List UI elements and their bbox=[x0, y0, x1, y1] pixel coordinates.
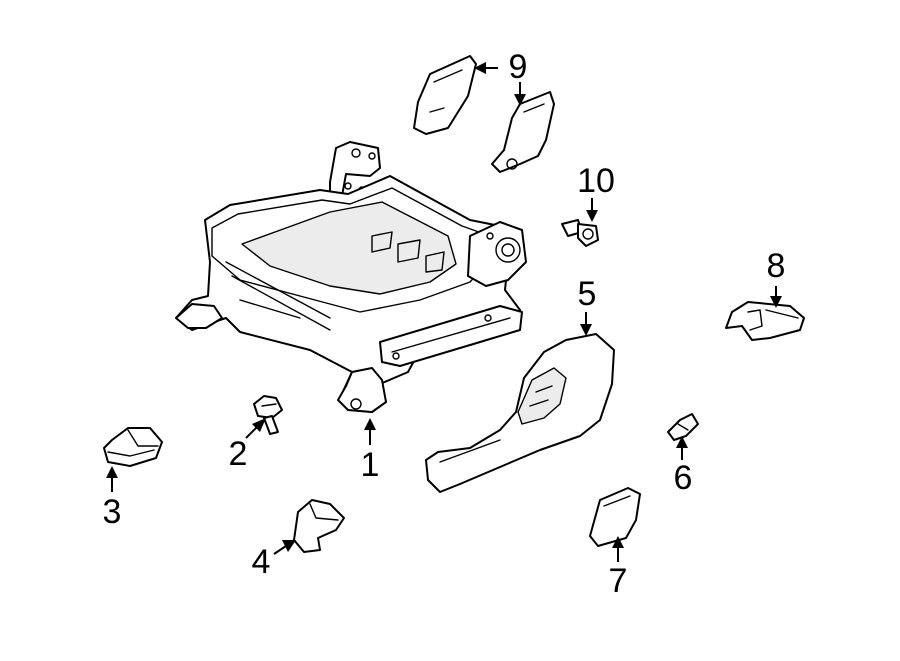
callout-2: 2 bbox=[229, 435, 248, 473]
callout-9: 9 bbox=[509, 48, 528, 86]
callout-3: 3 bbox=[103, 493, 122, 531]
hinge-covers bbox=[413, 55, 555, 173]
seat-frame bbox=[175, 141, 527, 413]
side-shield bbox=[425, 333, 615, 493]
callout-7: 7 bbox=[609, 562, 628, 600]
track-cover-rear bbox=[293, 499, 345, 553]
callout-8: 8 bbox=[767, 247, 786, 285]
switch-knob bbox=[589, 487, 641, 547]
track-cover-front bbox=[103, 427, 163, 467]
callout-1: 1 bbox=[361, 446, 380, 484]
callout-10: 10 bbox=[577, 162, 615, 200]
callout-4: 4 bbox=[252, 543, 271, 581]
callout-6: 6 bbox=[674, 459, 693, 497]
leader-arrows bbox=[106, 62, 782, 562]
clip bbox=[667, 413, 699, 441]
screw bbox=[561, 219, 599, 247]
callout-5: 5 bbox=[578, 275, 597, 313]
track-cover-side bbox=[725, 301, 805, 341]
bolt bbox=[253, 395, 283, 435]
